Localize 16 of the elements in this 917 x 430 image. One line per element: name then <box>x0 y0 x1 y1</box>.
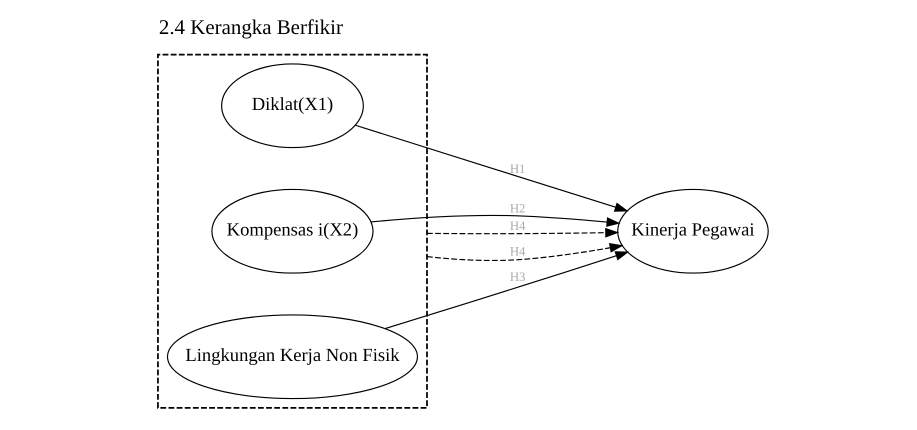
arrow <box>426 243 624 262</box>
edge-label: H3 <box>510 270 526 284</box>
node-ellipse: Diklat(X1) <box>221 63 364 148</box>
node-ellipse: Kompensas i(X2) <box>211 188 374 274</box>
edge-label: H4 <box>510 218 526 233</box>
node-ellipse: Lingkungan Kerja Non Fisik <box>166 314 418 400</box>
arrow <box>355 124 629 212</box>
arrow <box>385 251 630 330</box>
cluster <box>157 54 428 409</box>
node-ellipse: Kinerja Pegawai <box>617 188 769 274</box>
diagram-title: 2.4 Kerangka Berfikir <box>158 15 343 40</box>
edge-label: H2 <box>510 201 526 216</box>
edge-label: H1 <box>510 162 526 176</box>
arrow <box>427 228 620 238</box>
arrow <box>370 214 620 227</box>
edge-label: H4 <box>510 244 526 258</box>
